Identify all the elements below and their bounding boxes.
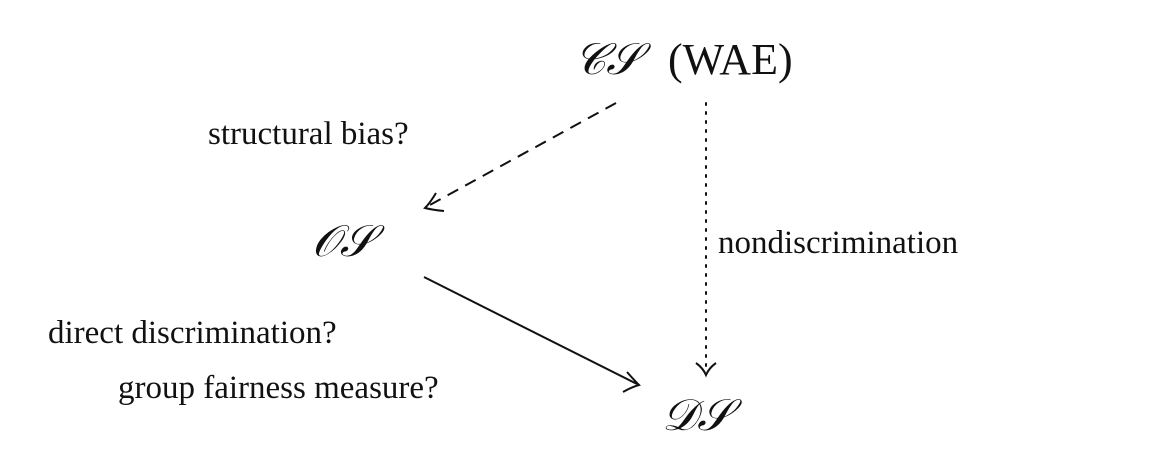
- node-ds-symbol: 𝒟𝒮: [662, 390, 742, 441]
- edge-cs-to-os-line: [427, 102, 617, 207]
- edge-cs-to-ds-label: nondiscrimination: [718, 225, 958, 261]
- edge-os-to-ds-label-line1: direct discrimination?: [48, 315, 337, 351]
- edge-os-to-ds-arrowhead: [622, 371, 641, 393]
- edge-cs-to-ds-arrowhead: [695, 362, 717, 378]
- node-os-symbol: 𝒪𝒮: [312, 216, 385, 267]
- node-cs-symbol: 𝒞𝒮: [574, 34, 651, 85]
- node-cs: 𝒞𝒮 (WAE): [574, 34, 793, 85]
- edge-cs-to-ds: nondiscrimination: [695, 102, 958, 378]
- edge-os-to-ds: direct discrimination? group fairness me…: [48, 276, 641, 406]
- edge-os-to-ds-line: [423, 276, 638, 385]
- node-cs-suffix: (WAE): [668, 35, 793, 84]
- node-os: 𝒪𝒮: [312, 216, 385, 267]
- node-ds: 𝒟𝒮: [662, 390, 742, 441]
- edge-cs-to-os-arrowhead: [423, 192, 445, 212]
- edge-os-to-ds-label-line2: group fairness measure?: [118, 370, 439, 406]
- edge-cs-to-os: structural bias?: [208, 102, 617, 212]
- edge-cs-to-os-label: structural bias?: [208, 116, 409, 152]
